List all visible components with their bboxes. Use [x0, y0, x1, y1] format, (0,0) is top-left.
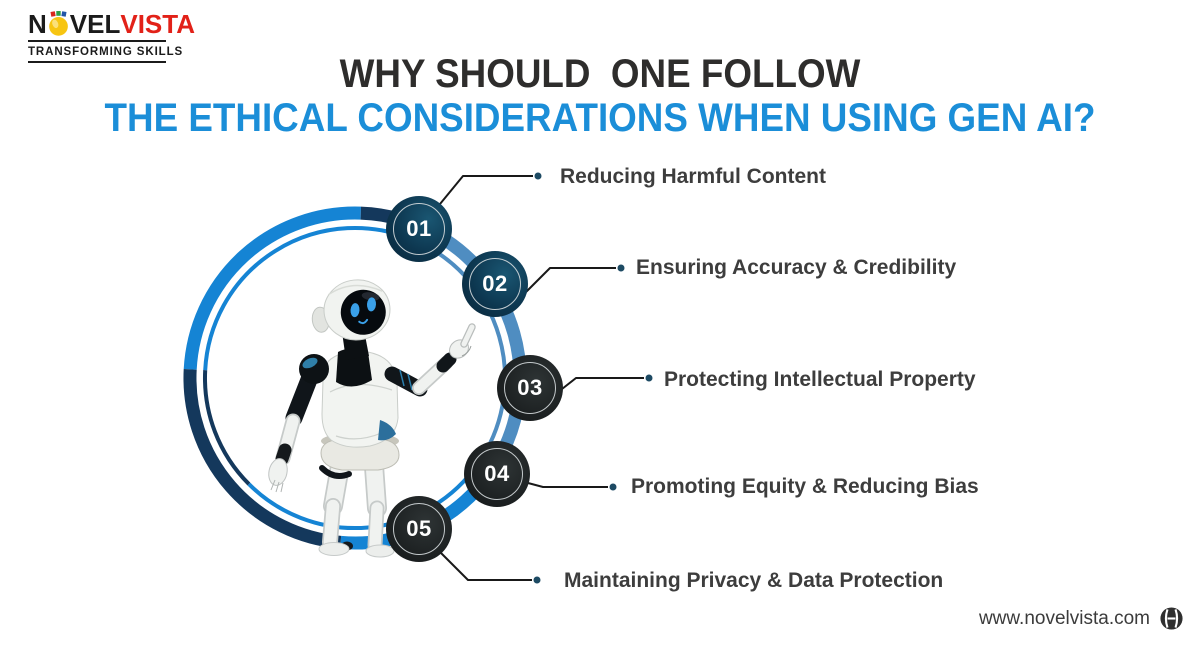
- logo-tagline: TRANSFORMING SKILLS: [28, 46, 184, 58]
- page-title: WHY SHOULD ONE FOLLOW THE ETHICAL CONSID…: [0, 52, 1200, 140]
- lightbulb-icon: [48, 10, 69, 38]
- connector-lines: [439, 175, 644, 581]
- brand-logo[interactable]: N VEL VISTA TRANSFORMING SKILLS: [28, 9, 195, 65]
- connector-dot-4: [609, 483, 617, 491]
- step-number: 05: [406, 516, 432, 541]
- connector-line-5: [440, 552, 532, 581]
- connector-dot-3: [645, 374, 653, 382]
- logo-letter-n: N: [28, 9, 47, 39]
- step-badge-04: 04: [464, 441, 530, 507]
- title-line-2: THE ETHICAL CONSIDERATIONS WHEN USING GE…: [104, 96, 1096, 140]
- step-label-4: Promoting Equity & Reducing Bias: [631, 475, 979, 498]
- connector-line-3: [561, 377, 644, 390]
- logo-letters-vel: VEL: [69, 9, 121, 39]
- connector-dot-2: [617, 264, 625, 272]
- logo-divider-top: [28, 40, 166, 42]
- step-number: 04: [484, 461, 510, 486]
- footer: www.novelvista.com: [979, 606, 1184, 631]
- logo-letters-vista: VISTA: [120, 9, 195, 39]
- step-number: 03: [517, 375, 543, 400]
- title-line-1: WHY SHOULD ONE FOLLOW: [339, 52, 861, 96]
- step-number: 02: [482, 271, 508, 296]
- robot-illustration: [268, 279, 476, 558]
- connector-dots: [533, 172, 653, 584]
- step-label-5: Maintaining Privacy & Data Protection: [564, 569, 944, 592]
- connector-dot-1: [534, 172, 542, 180]
- logo-wordmark: N VEL VISTA: [28, 9, 195, 39]
- website-link[interactable]: www.novelvista.com: [978, 607, 1150, 629]
- step-badge-05: 05: [386, 496, 452, 562]
- step-badge-01: 01: [386, 196, 452, 262]
- connector-line-4: [527, 482, 608, 488]
- step-label-3: Protecting Intellectual Property: [664, 368, 976, 391]
- step-label-2: Ensuring Accuracy & Credibility: [636, 256, 957, 279]
- step-badge-03: 03: [497, 355, 563, 421]
- logo-divider-bottom: [28, 61, 166, 63]
- step-label-1: Reducing Harmful Content: [560, 165, 826, 188]
- connector-line-2: [525, 267, 616, 293]
- connector-line-1: [439, 175, 533, 205]
- step-number: 01: [406, 216, 432, 241]
- step-badge-02: 02: [462, 251, 528, 317]
- connector-dot-5: [533, 576, 541, 584]
- globe-icon: [1159, 606, 1184, 631]
